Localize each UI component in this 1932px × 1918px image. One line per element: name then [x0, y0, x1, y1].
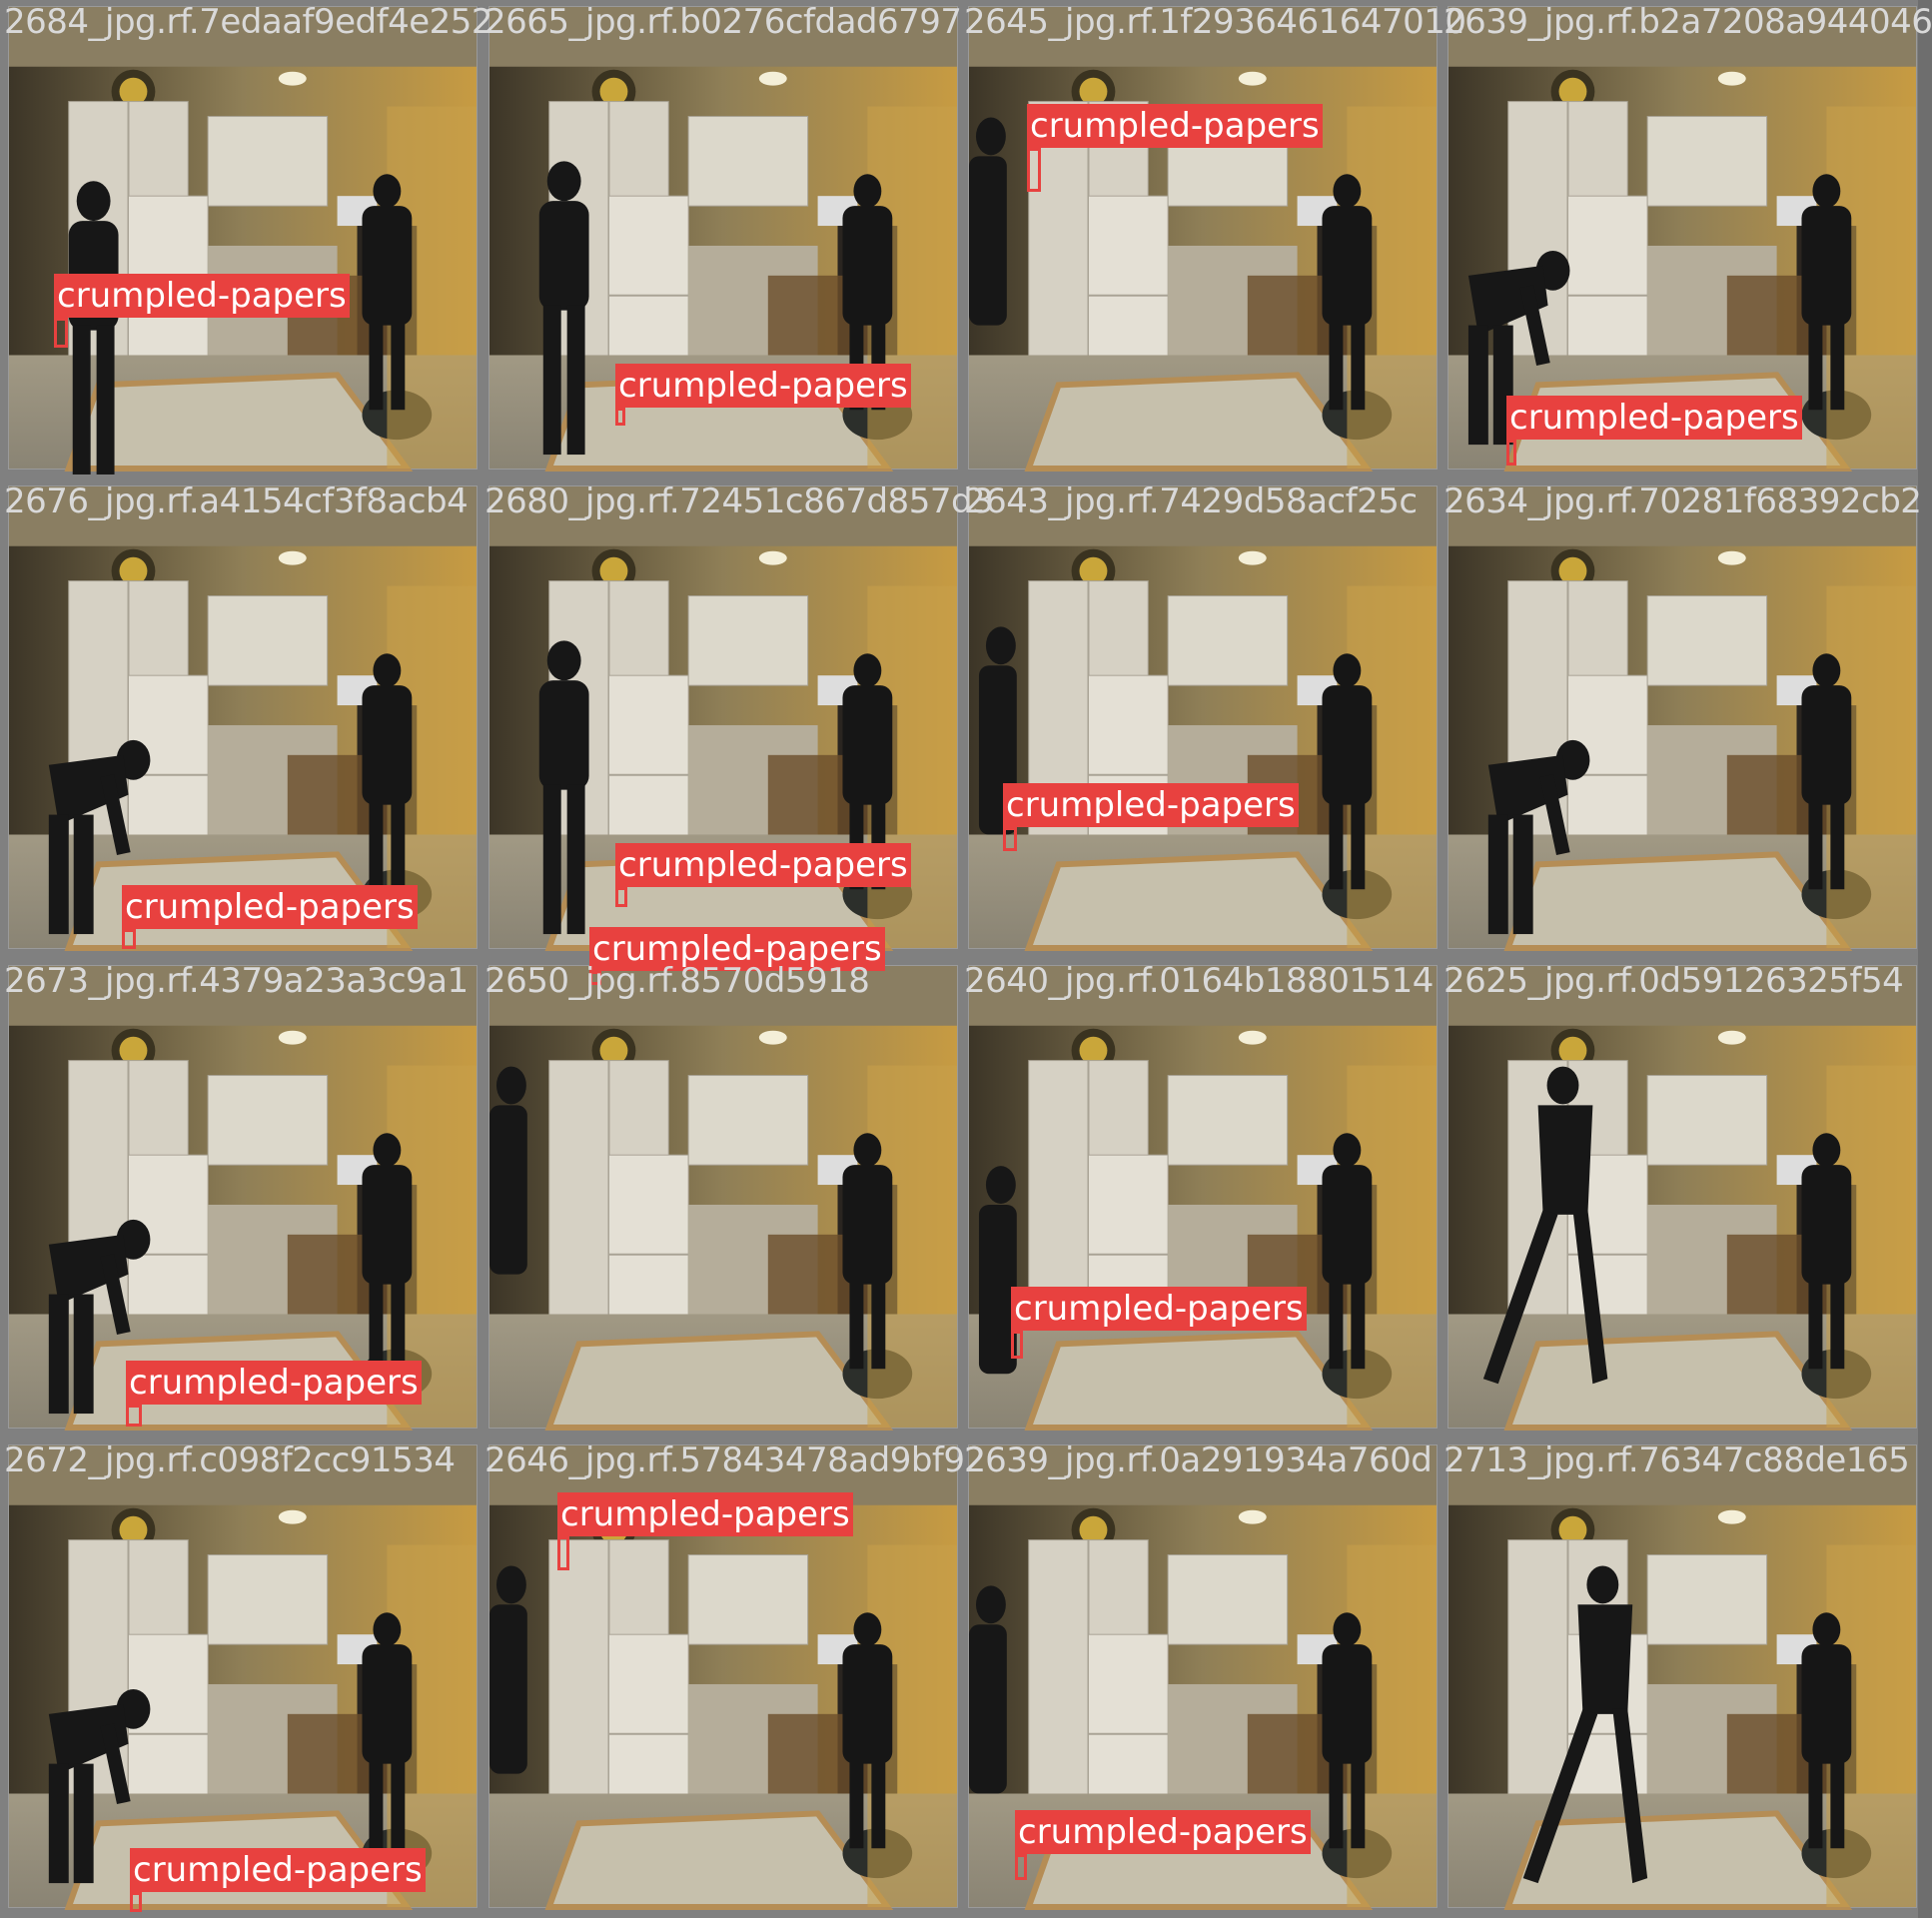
- tile-filename: 2634_jpg.rf.70281f68392cb2: [1444, 481, 1922, 521]
- person-figure-background: [1322, 653, 1373, 890]
- tile-filename: 2640_jpg.rf.0164b18801514: [964, 961, 1434, 1001]
- tile-filename: 2665_jpg.rf.b0276cfdad6797: [484, 2, 962, 42]
- bounding-box: [589, 971, 601, 985]
- tile-filename: 2639_jpg.rf.0a291934a760d: [964, 1440, 1433, 1480]
- tile-filename: 2672_jpg.rf.c098f2cc91534: [4, 1440, 456, 1480]
- tile-filename: 2684_jpg.rf.7edaaf9edf4e252: [4, 2, 493, 42]
- bounding-box: [615, 408, 625, 426]
- tile-filename: 2713_jpg.rf.76347c88de165: [1444, 1440, 1910, 1480]
- bounding-box: [1011, 1331, 1023, 1359]
- mosaic-tile: [488, 965, 958, 1431]
- mosaic-tile: [968, 965, 1438, 1431]
- person-figure: [538, 640, 589, 935]
- mosaic-tile: [968, 485, 1438, 951]
- kitchen-scene-photo: [1449, 1445, 1916, 1910]
- mosaic-tile: [968, 6, 1438, 472]
- tile-filename: 2643_jpg.rf.7429d58acf25c: [964, 481, 1418, 521]
- tile-filename: 2680_jpg.rf.72451c867d857d3: [484, 481, 994, 521]
- person-figure: [1482, 1066, 1608, 1385]
- detection-label: crumpled-papers: [1027, 104, 1323, 148]
- person-figure: [48, 1688, 151, 1884]
- kitchen-scene-photo: [969, 7, 1437, 472]
- kitchen-scene-photo: [1449, 486, 1916, 951]
- detection-label: crumpled-papers: [589, 927, 885, 971]
- detection-label: crumpled-papers: [1003, 783, 1299, 827]
- person-figure: [489, 1066, 527, 1275]
- detection-label: crumpled-papers: [54, 274, 350, 318]
- person-figure-background: [1322, 1612, 1373, 1849]
- detection-label: crumpled-papers: [1015, 1810, 1311, 1854]
- bounding-box: [122, 929, 136, 949]
- tile-filename: 2639_jpg.rf.b2a7208a944046: [1444, 2, 1932, 42]
- person-figure-background: [842, 1133, 893, 1370]
- mosaic-tile: [8, 965, 478, 1431]
- person-figure-background: [1801, 1133, 1852, 1370]
- detection-label: crumpled-papers: [130, 1848, 426, 1892]
- kitchen-scene-photo: [969, 486, 1437, 951]
- detection-label: crumpled-papers: [557, 1492, 853, 1536]
- detection-label: crumpled-papers: [1011, 1287, 1307, 1331]
- tile-filename: 2625_jpg.rf.0d59126325f54: [1444, 961, 1904, 1001]
- bounding-box: [126, 1405, 142, 1427]
- detection-label: crumpled-papers: [122, 885, 418, 929]
- bounding-box: [1506, 440, 1516, 466]
- person-figure-background: [1801, 653, 1852, 890]
- person-figure-background: [362, 1133, 413, 1370]
- kitchen-scene-photo: [9, 966, 477, 1431]
- person-figure-background: [362, 1612, 413, 1849]
- tile-filename: 2676_jpg.rf.a4154cf3f8acb4: [4, 481, 469, 521]
- person-figure: [1487, 739, 1590, 935]
- tile-filename: 2650_jpg.rf.8570d5918: [484, 961, 870, 1001]
- person-figure: [48, 739, 151, 935]
- bounding-box: [1027, 148, 1041, 192]
- kitchen-scene-photo: [9, 486, 477, 951]
- person-figure: [969, 1585, 1007, 1794]
- person-figure: [978, 1166, 1017, 1375]
- detection-label: crumpled-papers: [615, 364, 911, 408]
- tile-filename: 2673_jpg.rf.4379a23a3c9a1: [4, 961, 469, 1001]
- mosaic-tile: [8, 6, 478, 475]
- person-figure-background: [842, 1612, 893, 1849]
- person-figure: [48, 1219, 151, 1415]
- mosaic-tile: [8, 1444, 478, 1910]
- person-figure: [1467, 250, 1570, 446]
- tile-filename: 2645_jpg.rf.1f2936461647010: [964, 2, 1466, 42]
- mosaic-tile: [1448, 1444, 1917, 1910]
- bounding-box: [1015, 1854, 1027, 1880]
- bounding-box: [130, 1892, 142, 1912]
- mosaic-tile: [8, 485, 478, 951]
- person-figure-background: [1801, 1612, 1852, 1849]
- tile-filename: 2646_jpg.rf.57843478ad9bf92: [484, 1440, 986, 1480]
- person-figure: [489, 1565, 527, 1774]
- person-figure-background: [1801, 174, 1852, 411]
- person-figure: [1522, 1565, 1648, 1884]
- detection-label: crumpled-papers: [126, 1361, 422, 1405]
- detection-label: crumpled-papers: [1506, 396, 1802, 440]
- person-figure: [538, 161, 589, 456]
- mosaic-tile: [1448, 485, 1917, 951]
- person-figure-background: [1322, 1133, 1373, 1370]
- person-figure: [969, 117, 1007, 326]
- bounding-box: [557, 1536, 569, 1570]
- bounding-box: [615, 887, 627, 907]
- kitchen-scene-photo: [9, 1445, 477, 1910]
- kitchen-scene-photo: [1449, 966, 1916, 1431]
- person-figure-background: [362, 653, 413, 890]
- bounding-box: [54, 318, 68, 348]
- bounding-box: [1003, 827, 1017, 851]
- detection-label: crumpled-papers: [615, 843, 911, 887]
- person-figure-background: [362, 174, 413, 411]
- kitchen-scene-photo: [489, 966, 957, 1431]
- kitchen-scene-photo: [969, 966, 1437, 1431]
- kitchen-scene-photo: [9, 7, 477, 475]
- person-figure-background: [1322, 174, 1373, 411]
- mosaic-tile: [1448, 965, 1917, 1431]
